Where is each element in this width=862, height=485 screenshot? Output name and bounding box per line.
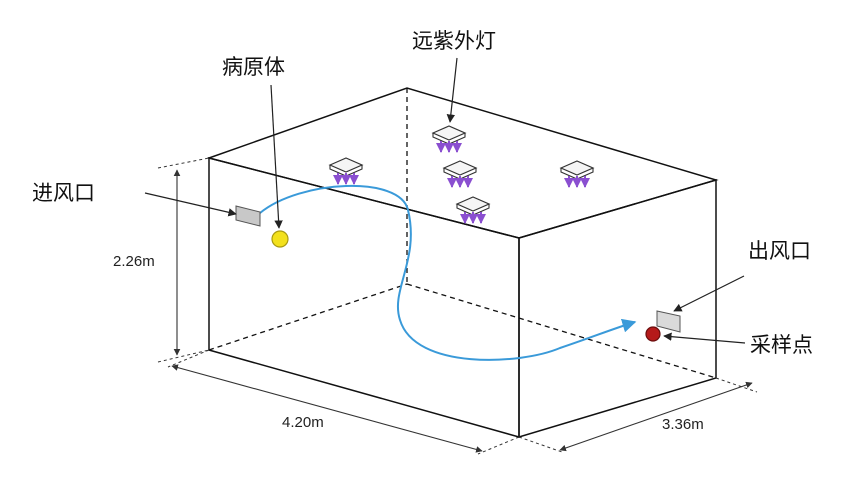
- sampling-leader: [663, 332, 746, 344]
- room-right-face: [518, 178, 717, 439]
- inlet-label: 进风口: [32, 181, 95, 205]
- sampling-point-label: 采样点: [750, 333, 813, 357]
- pathogen-label: 病原体: [222, 55, 285, 79]
- far-uv-lamps: [328, 125, 595, 224]
- lamp-leader: [446, 57, 458, 123]
- outlet-vent: [656, 310, 681, 333]
- outlet-label: 出风口: [748, 239, 811, 263]
- airflow-path: [259, 185, 637, 361]
- width-label: 3.36m: [662, 416, 704, 433]
- hidden-edge-back: [406, 283, 717, 379]
- length-dimension: 4.20m: [167, 349, 520, 455]
- far-uv-lamp-icon: [431, 125, 467, 153]
- outlet-leader: [673, 275, 745, 312]
- far-uv-lamp-icon: [442, 160, 478, 188]
- far-uv-lamp-label: 远紫外灯: [412, 29, 496, 53]
- hidden-edge-left: [208, 283, 408, 351]
- pathogen-leader: [270, 84, 283, 229]
- width-dimension: 3.36m: [518, 377, 758, 453]
- far-uv-lamp-icon: [328, 157, 364, 185]
- pathogen-dot: [271, 230, 289, 248]
- height-dimension: 2.26m: [113, 157, 210, 363]
- inlet-vent: [235, 205, 261, 227]
- height-label: 2.26m: [113, 253, 155, 270]
- length-label: 4.20m: [282, 414, 324, 431]
- room-box: [206, 87, 719, 439]
- far-uv-lamp-icon: [559, 160, 595, 188]
- sampling-point-dot: [645, 326, 661, 342]
- inlet-leader: [144, 192, 237, 217]
- far-uv-lamp-icon: [455, 196, 491, 224]
